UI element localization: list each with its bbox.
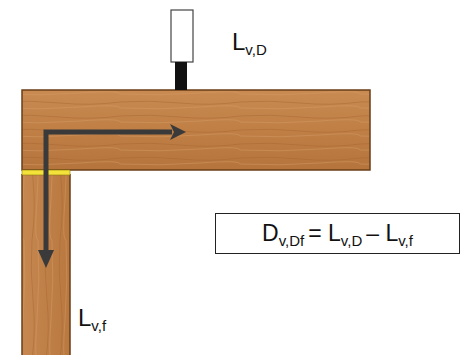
subscript: v,f — [91, 317, 106, 334]
symbol: L — [232, 28, 245, 55]
length-label: Lv,D — [232, 30, 267, 54]
wave-path — [46, 132, 172, 252]
subscript: v,D — [341, 232, 362, 249]
symbol: L — [78, 304, 91, 331]
formula-term: – L — [366, 220, 398, 246]
arrow-head — [170, 124, 186, 140]
formula-term: D — [262, 220, 279, 246]
sensor-body — [171, 10, 193, 62]
subscript: v,f — [398, 232, 413, 249]
arrow-head — [38, 250, 54, 268]
formula: Dv,Df= Lv,D– Lv,f — [262, 222, 413, 245]
sensor-probe — [175, 62, 187, 90]
length-label: Lv,f — [78, 306, 106, 330]
subscript: v,D — [245, 41, 266, 58]
formula-box: Dv,Df= Lv,D– Lv,f — [215, 213, 460, 254]
subscript: v,Df — [279, 232, 305, 249]
formula-term: = L — [308, 220, 341, 246]
